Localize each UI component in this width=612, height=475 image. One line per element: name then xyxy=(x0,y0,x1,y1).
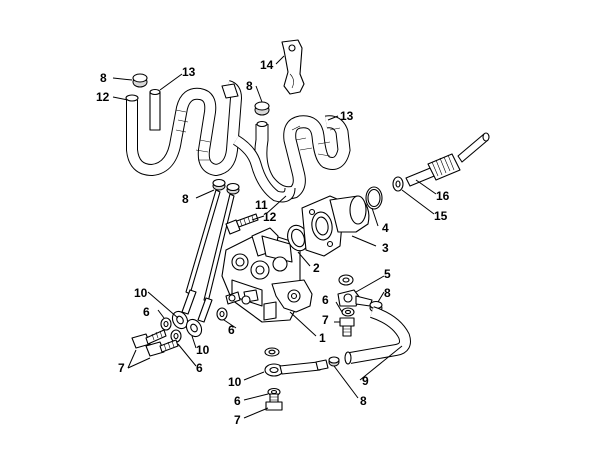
leader-lines xyxy=(112,55,437,419)
callout-11: 11 xyxy=(255,198,268,212)
callout-8: 8 xyxy=(182,192,189,206)
part-6-washer-right xyxy=(338,274,354,286)
callout-12: 12 xyxy=(96,90,110,104)
callout-3: 3 xyxy=(382,241,389,255)
callout-7: 7 xyxy=(118,361,125,375)
callout-8: 8 xyxy=(384,286,391,300)
callout-14: 14 xyxy=(260,58,274,72)
part-9-hose xyxy=(344,306,411,365)
callout-2: 2 xyxy=(313,261,320,275)
callout-6: 6 xyxy=(143,305,150,319)
callout-9: 9 xyxy=(362,374,369,388)
callout-8: 8 xyxy=(360,394,367,408)
part-5-banjo-right xyxy=(337,289,373,307)
callout-8: 8 xyxy=(100,71,107,85)
part-12-13-right-hose xyxy=(232,115,351,203)
callout-6: 6 xyxy=(228,323,235,337)
part-3-housing xyxy=(301,195,370,257)
part-11-bolt xyxy=(225,213,259,235)
part-16-shaft xyxy=(405,132,490,187)
part-12-13-left-hose xyxy=(125,80,242,176)
callout-10: 10 xyxy=(228,375,242,389)
callout-12: 12 xyxy=(263,210,277,224)
part-7-bolt-bottom xyxy=(265,393,283,411)
part-6-washers-left xyxy=(160,307,228,343)
callout-1: 1 xyxy=(319,331,326,345)
part-7-bolts-left xyxy=(131,329,179,357)
callout-13: 13 xyxy=(182,65,196,79)
part-7-bolt-right xyxy=(339,317,355,337)
part-10-banjo-left-a xyxy=(171,289,197,330)
callout-6: 6 xyxy=(196,361,203,375)
part-2-gasket xyxy=(287,224,309,252)
part-8-clamp-lower xyxy=(328,356,340,367)
callout-13: 13 xyxy=(340,109,354,123)
part-10-banjo-lower xyxy=(264,359,329,377)
part-8-clamp-top-middle xyxy=(254,101,270,116)
callout-6: 6 xyxy=(234,394,241,408)
callout-numbers: 14 8 12 13 8 13 8 11 12 2 3 4 16 15 5 6 … xyxy=(96,58,450,427)
callout-16: 16 xyxy=(436,189,450,203)
callout-8: 8 xyxy=(246,79,253,93)
callout-4: 4 xyxy=(382,221,389,235)
callout-7: 7 xyxy=(234,413,241,427)
callout-10: 10 xyxy=(134,286,148,300)
callout-5: 5 xyxy=(384,267,391,281)
callout-15: 15 xyxy=(434,209,448,223)
callout-7: 7 xyxy=(322,313,329,327)
part-14-bracket xyxy=(281,39,305,95)
callout-10: 10 xyxy=(196,343,210,357)
part-6-washer-right-lower xyxy=(341,307,355,317)
part-8-clamp-top-left xyxy=(132,73,148,88)
part-15-washer xyxy=(392,176,404,192)
part-6-washer-center xyxy=(264,347,280,357)
part-1-oil-pump xyxy=(221,227,313,323)
part-8-clamps-left-line xyxy=(212,178,240,195)
part-10-banjo-left-b xyxy=(185,297,213,338)
part-4-o-ring xyxy=(365,186,383,210)
callout-6: 6 xyxy=(322,293,329,307)
